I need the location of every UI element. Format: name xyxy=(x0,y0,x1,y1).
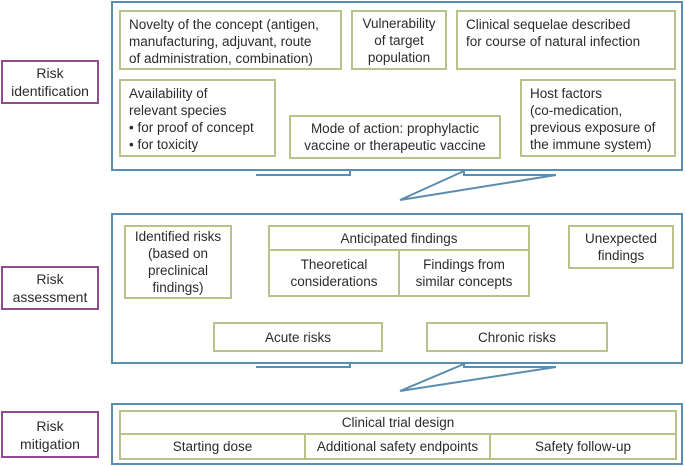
safety-endpoints-box: Additional safety endpoints xyxy=(304,433,491,460)
unexpected-findings-box: Unexpected findings xyxy=(568,225,674,269)
safety-follow-up-box: Safety follow-up xyxy=(489,433,677,460)
theoretical-considerations-box: Theoretical considerations xyxy=(268,249,400,297)
risk-assessment-label: Risk assessment xyxy=(1,266,99,310)
species-item: • for proof of concept xyxy=(129,120,254,135)
risk-identification-label: Risk identification xyxy=(1,60,99,104)
similar-concepts-box: Findings from similar concepts xyxy=(398,249,530,297)
mode-of-action-box: Mode of action: prophylactic vaccine or … xyxy=(289,115,501,159)
vulnerability-box: Vulnerability of target population xyxy=(351,10,447,70)
species-availability-box: Availability of relevant species • for p… xyxy=(119,79,276,157)
identified-risks-box: Identified risks (based on preclinical f… xyxy=(124,225,232,299)
acute-risks-box: Acute risks xyxy=(213,322,383,352)
risk-mitigation-label: Risk mitigation xyxy=(1,411,99,458)
starting-dose-box: Starting dose xyxy=(119,433,306,460)
chronic-risks-box: Chronic risks xyxy=(426,322,608,352)
host-factors-box: Host factors (co-medication, previous ex… xyxy=(520,79,676,157)
clinical-trial-design-box: Clinical trial design xyxy=(119,410,677,435)
novelty-box: Novelty of the concept (antigen, manufac… xyxy=(119,10,342,70)
species-item: • for toxicity xyxy=(129,137,199,152)
clinical-sequelae-box: Clinical sequelae described for course o… xyxy=(456,10,676,70)
anticipated-findings-box: Anticipated findings xyxy=(268,225,530,251)
species-title: Availability of relevant species xyxy=(129,86,227,118)
